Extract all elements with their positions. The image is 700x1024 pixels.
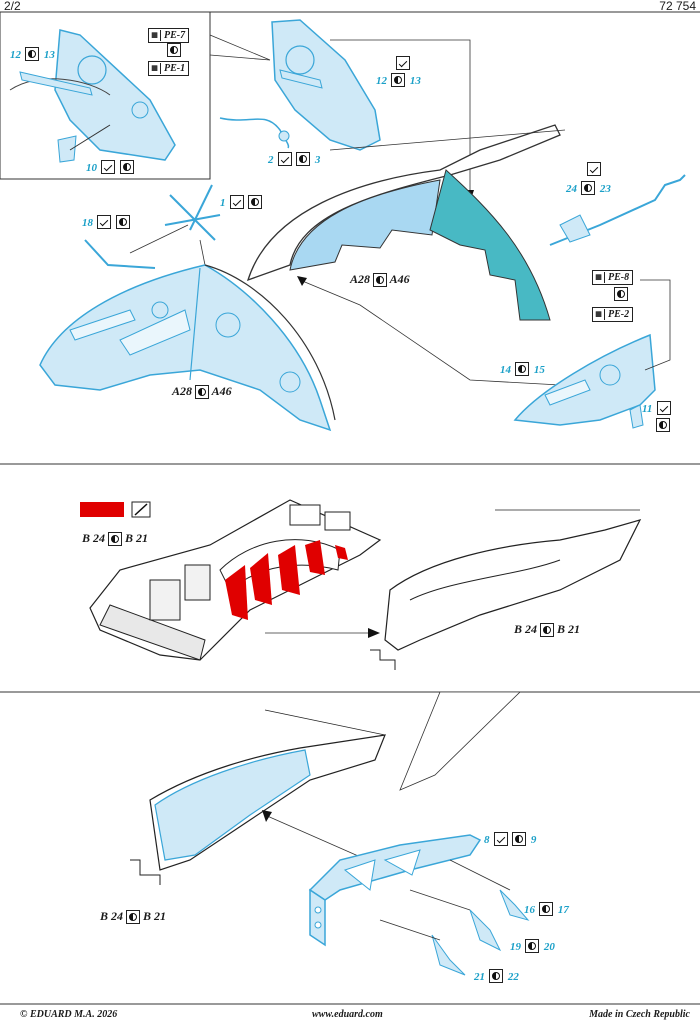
pe-sheet-icon: ▦: [593, 272, 605, 283]
tick-bend-icon: [101, 159, 116, 174]
yin-yang-side-icon: [512, 831, 527, 846]
door-part-top: [219, 19, 381, 151]
tick-bend-icon: [656, 400, 671, 415]
pe-8-ref: ▦PE-8: [592, 266, 634, 285]
label-b24-b21-side: B 24 B 21: [514, 622, 581, 638]
yin-yang-side-icon: [539, 901, 554, 916]
copyright: © EDUARD M.A. 2026: [20, 1009, 118, 1020]
yin-yang-side-icon: [391, 72, 406, 87]
yin-yang-side-icon: [25, 46, 40, 61]
yin-yang-side-icon: [525, 938, 540, 953]
main-door-fret: [39, 264, 336, 432]
right-door-fret: [513, 333, 656, 429]
yin-yang-side-icon: [248, 194, 263, 209]
label-19-20: 19 20: [510, 937, 555, 955]
tick-bend-icon: [587, 160, 601, 178]
yin-yang-side-icon: [656, 416, 670, 434]
inset-frame: [0, 11, 211, 180]
pe-sheet-icon: ▦: [149, 63, 161, 74]
yin-yang-side-icon: [581, 180, 596, 195]
label-b24-b21-interior: B 24 B 21: [82, 531, 149, 547]
pe-7-ref: ▦PE-7: [148, 24, 190, 43]
made-in: Made in Czech Republic: [589, 1009, 690, 1020]
page-number: 2/2: [4, 0, 21, 13]
yin-yang-side-icon: [108, 532, 123, 547]
yin-yang-side-icon: [115, 214, 130, 229]
tick-bend-icon: [229, 194, 244, 209]
label-10: 10: [86, 158, 134, 176]
website-link[interactable]: www.eduard.com: [312, 1009, 383, 1020]
tick-bend-icon: [97, 214, 112, 229]
yin-yang-side-icon: [195, 385, 210, 400]
yin-yang-side-icon: [489, 968, 504, 983]
pe-2-ref: ▦PE-2: [592, 303, 634, 322]
inset-door-part: [9, 29, 176, 163]
label-18: 18: [82, 213, 130, 231]
pe-sheet-icon: ▦: [593, 309, 605, 320]
label-a28-a46-door: A28 A46: [172, 384, 232, 400]
yin-yang-side-icon: [515, 361, 530, 376]
label-1: 1: [220, 193, 263, 211]
label-12-13-inset: 12 13: [10, 45, 55, 63]
pe-1-ref: ▦PE-1: [148, 57, 190, 76]
label-2-3: 2 3: [268, 150, 320, 168]
yin-yang-side-icon: [119, 159, 134, 174]
label-24-23: 24 23: [566, 179, 611, 197]
paint-swatch: [80, 502, 124, 517]
tick-bend-icon: [277, 151, 292, 166]
label-8-9: 8 9: [484, 830, 536, 848]
label-11: 11: [642, 399, 671, 417]
yin-yang-side-icon: [540, 623, 555, 638]
yin-yang-side-icon: [296, 151, 311, 166]
pe-sheet-icon: ▦: [149, 30, 161, 41]
label-b24-b21-wing: B 24 B 21: [100, 909, 167, 925]
yin-yang-side-icon: [126, 910, 141, 925]
yin-yang-side-icon: [373, 273, 388, 288]
fuselage-side-panel: [370, 509, 642, 670]
label-21-22: 21 22: [474, 967, 519, 985]
side-panel-pe: [130, 691, 521, 885]
label-14-15: 14 15: [500, 360, 545, 378]
yin-yang-side-icon: [167, 41, 181, 59]
tick-bend-icon: [396, 54, 410, 72]
fuselage-interior: [89, 499, 382, 661]
tick-bend-icon: [493, 831, 508, 846]
label-a28-a46-canopy: A28 A46: [350, 272, 410, 288]
yin-yang-side-icon: [614, 285, 628, 303]
label-12-13-main: 12 13: [376, 71, 421, 89]
antenna-part: [84, 184, 221, 269]
label-16-17: 16 17: [524, 900, 569, 918]
kit-number: 72 754: [659, 0, 696, 13]
wing-rib-fret: [308, 834, 530, 976]
canopy-film: [246, 124, 566, 321]
